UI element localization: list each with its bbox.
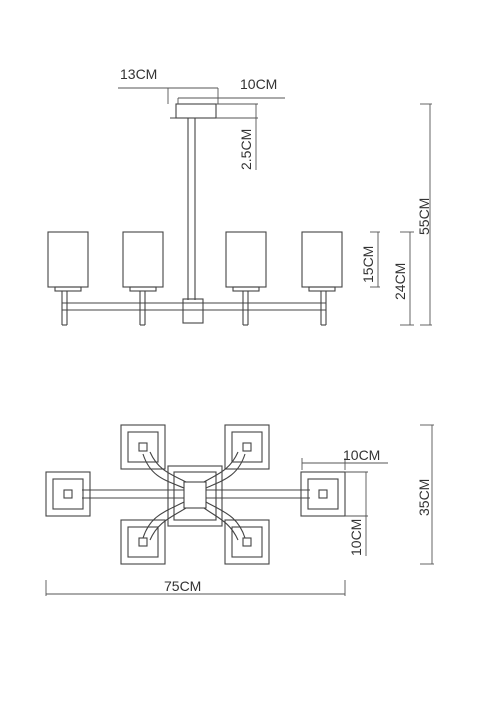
top-center-hub xyxy=(183,481,207,509)
side-shade-4 xyxy=(301,231,343,288)
side-lamp-1 xyxy=(47,231,89,326)
top-lamp-bottom-left xyxy=(120,519,166,565)
side-cup-2 xyxy=(129,286,157,292)
top-lamp-bottom-right xyxy=(224,519,270,565)
top-center-plate-inner xyxy=(173,471,217,521)
center-hub xyxy=(182,298,204,324)
side-shade-3 xyxy=(225,231,267,288)
label-lamp-height: 24CM xyxy=(392,263,408,300)
side-lamp-2 xyxy=(122,231,164,326)
side-cup-3 xyxy=(232,286,260,292)
label-shade-depth: 10CM xyxy=(348,519,364,556)
curve-arm-top-left xyxy=(149,451,187,483)
curve-arm-top-right xyxy=(203,451,239,483)
label-shade-width: 10CM xyxy=(343,447,380,463)
top-lamp-top-right xyxy=(224,424,270,470)
label-total-height: 55CM xyxy=(416,198,432,235)
label-shade-height: 15CM xyxy=(360,246,376,283)
top-view xyxy=(45,424,346,565)
ceiling-plate xyxy=(175,103,217,119)
label-plate-height: 2.5CM xyxy=(238,129,254,170)
side-shade-2 xyxy=(122,231,164,288)
side-cup-4 xyxy=(308,286,336,292)
label-plate-depth: 10CM xyxy=(240,76,277,92)
top-center-plate xyxy=(167,465,223,527)
label-total-depth: 35CM xyxy=(416,479,432,516)
side-lamp-4 xyxy=(301,231,343,326)
top-lamp-top-left xyxy=(120,424,166,470)
top-lamp-right xyxy=(300,471,346,517)
top-lamp-left xyxy=(45,471,91,517)
side-lamp-3 xyxy=(225,231,267,326)
dimension-lines xyxy=(45,87,434,596)
curve-arm-bottom-right xyxy=(203,507,239,541)
label-total-width: 75CM xyxy=(164,578,201,594)
label-plate-width: 13CM xyxy=(120,66,157,82)
side-view xyxy=(47,103,343,326)
side-cup-1 xyxy=(54,286,82,292)
side-shade-1 xyxy=(47,231,89,288)
